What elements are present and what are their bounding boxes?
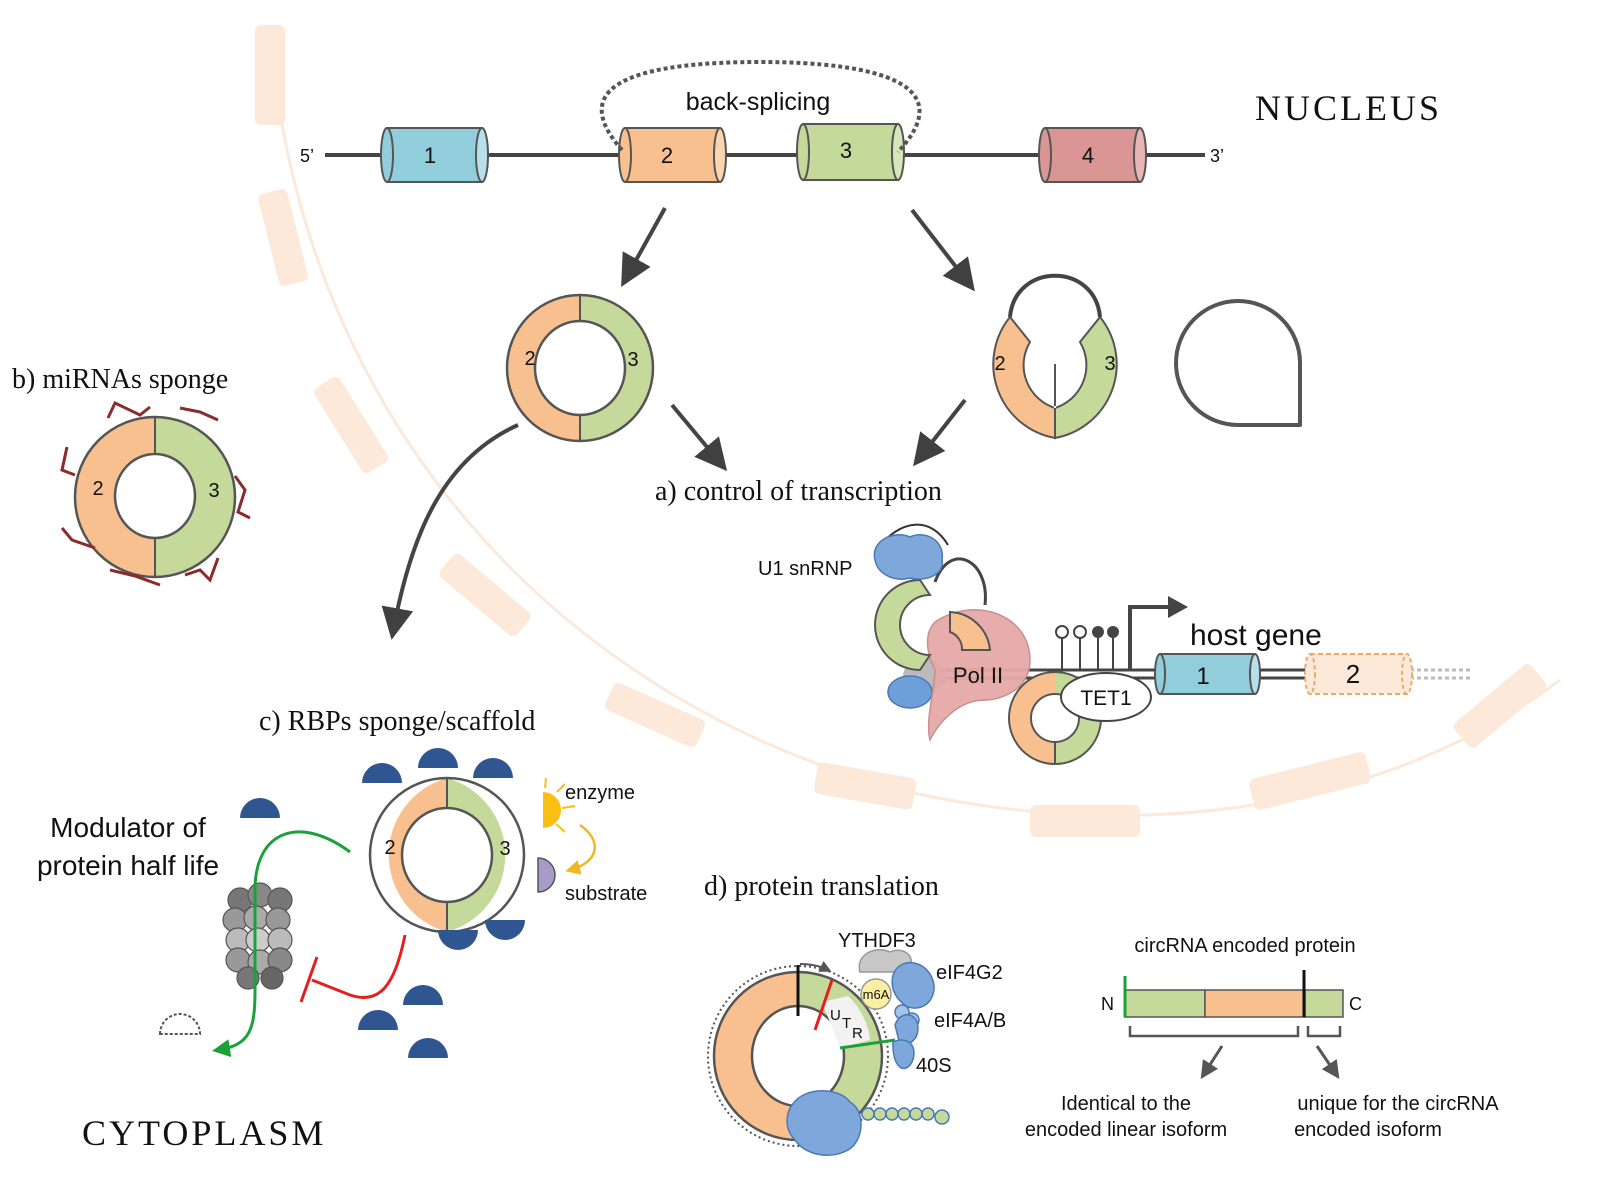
host-exon-2: 2 (1304, 653, 1413, 695)
ecircrna: 2 3 (505, 293, 655, 443)
rbp-scaffold: 2 3 enzyme substrate (37, 748, 647, 1058)
svg-text:3: 3 (627, 349, 638, 371)
enzyme-icon (543, 777, 576, 833)
identical-line-1: Identical to the (1061, 1093, 1191, 1115)
svg-text:1: 1 (1196, 663, 1209, 690)
svg-text:4: 4 (1082, 143, 1094, 168)
c-terminus: C (1349, 994, 1362, 1014)
svg-text:U: U (830, 1007, 841, 1024)
modulator-line-2: protein half life (37, 850, 219, 881)
back-splicing-loop (599, 59, 922, 154)
translation-scene: U T R m6A YTHDF3 eIF4G2 eIF4A/B 40S (707, 930, 1006, 1156)
svg-text:2: 2 (661, 143, 673, 168)
gene-locus: 5’ 3’ 1 2 3 4 back-splicing (300, 59, 1224, 183)
svg-text:3: 3 (840, 138, 852, 163)
unique-line-1: unique for the circRNA (1297, 1093, 1499, 1115)
host-gene-label: host gene (1190, 619, 1322, 652)
arrow-ecirc-to-transcription (670, 403, 728, 472)
arrow-eicirna-to-transcription (913, 398, 967, 467)
identical-line-2: encoded linear isoform (1025, 1119, 1227, 1141)
inhibition-line (311, 934, 407, 999)
exon-3: 3 (796, 123, 905, 181)
exon-1: 1 (380, 127, 489, 183)
nucleus-label: NUCLEUS (1255, 88, 1442, 128)
exon-4: 4 (1038, 127, 1147, 183)
protein-title: circRNA encoded protein (1134, 935, 1355, 957)
svg-text:R: R (852, 1025, 863, 1042)
svg-text:2: 2 (384, 837, 395, 859)
svg-text:2: 2 (1346, 659, 1360, 689)
tet1-label: TET1 (1080, 687, 1131, 710)
rbp-proteins (240, 748, 525, 1058)
eif4g2-label: eIF4G2 (936, 962, 1003, 984)
modulator-line-1: Modulator of (50, 812, 206, 843)
svg-text:2: 2 (524, 348, 535, 370)
u1-snrnp (873, 534, 943, 580)
enzyme-label: enzyme (565, 782, 635, 804)
svg-text:3: 3 (499, 838, 510, 860)
encoded-protein: circRNA encoded protein N C Identical to… (1025, 935, 1499, 1141)
ythdf3-label: YTHDF3 (838, 930, 916, 952)
n-terminus: N (1101, 994, 1114, 1014)
five-prime-label: 5’ (300, 146, 314, 166)
arrow-to-eicirna (910, 208, 975, 292)
section-c-title: c) RBPs sponge/scaffold (259, 706, 535, 737)
methylation-marks (1055, 625, 1119, 670)
proteasome-icon (222, 882, 293, 990)
mirna-sponge: 2 3 (60, 400, 251, 587)
transcription-scene: Pol II U1 snRNP TET1 1 2 (758, 523, 1470, 765)
nuclear-membrane (255, 25, 1561, 837)
ribosome-40s-label: 40S (916, 1055, 952, 1077)
pol2-label: Pol II (953, 663, 1003, 688)
svg-text:m6A: m6A (863, 987, 890, 1002)
svg-text:3: 3 (1104, 353, 1115, 375)
tss-arrow (1128, 605, 1170, 670)
arrow-to-ecircrna (621, 207, 667, 287)
nascent-peptide (861, 1107, 950, 1125)
degraded-protein-icon (158, 1013, 202, 1035)
back-splicing-label: back-splicing (686, 88, 831, 116)
svg-text:2: 2 (92, 478, 103, 500)
svg-text:T: T (842, 1015, 851, 1032)
m6a-mark (860, 978, 892, 1010)
ribosome-40s (892, 1039, 915, 1069)
svg-text:3: 3 (208, 480, 219, 502)
unique-line-2: encoded isoform (1294, 1119, 1442, 1141)
green-degradation-arrow (212, 830, 351, 1058)
eicirna: 2 3 (992, 273, 1118, 440)
cirna-lariat (1174, 299, 1302, 427)
mirna-molecules (60, 400, 251, 587)
section-a-title: a) control of transcription (655, 476, 942, 507)
substrate-icon (537, 857, 556, 893)
svg-text:2: 2 (994, 353, 1005, 375)
ribosome-80s (786, 1090, 862, 1156)
eif4ab-label: eIF4A/B (934, 1010, 1006, 1032)
section-b-title: b) miRNAs sponge (12, 364, 228, 395)
cytoplasm-label: CYTOPLASM (82, 1113, 326, 1153)
three-prime-label: 3’ (1210, 146, 1224, 166)
section-d-title: d) protein translation (704, 871, 939, 902)
u1-snrnp-label: U1 snRNP (758, 558, 852, 580)
arrow-to-cytoplasm (381, 423, 519, 640)
substrate-label: substrate (565, 883, 647, 905)
svg-text:1: 1 (424, 143, 436, 168)
eif4g2 (891, 961, 935, 1009)
host-exon-1: 1 (1154, 653, 1261, 695)
pol2-complex (926, 609, 1031, 743)
exon-2: 2 (618, 127, 727, 183)
tet1 (1060, 672, 1152, 722)
